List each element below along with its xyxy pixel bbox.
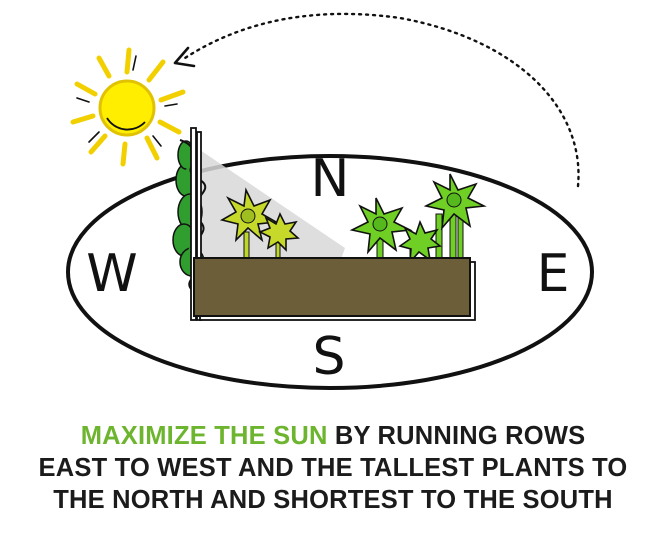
caption-line-2: EAST TO WEST AND THE TALLEST PLANTS TO	[38, 454, 628, 482]
compass-south: S	[312, 327, 345, 387]
sun-path-arrow	[180, 12, 580, 188]
compass-north: N	[311, 149, 350, 209]
trellis-stake	[190, 127, 202, 321]
arrowhead-icon	[173, 46, 196, 68]
caption-text: MAXIMIZE THE SUN BY RUNNING ROWS EAST TO…	[0, 420, 666, 516]
compass-east: E	[537, 244, 570, 304]
caption-line-1: MAXIMIZE THE SUN BY RUNNING ROWS	[0, 420, 666, 452]
sun-icon	[70, 47, 186, 167]
garden-diagram: N S W E	[66, 12, 594, 390]
caption-line-3: THE NORTH AND SHORTEST TO THE SOUTH	[53, 486, 613, 514]
caption-line-1-rest: BY RUNNING ROWS	[327, 422, 586, 450]
caption-highlight: MAXIMIZE THE SUN	[80, 422, 328, 450]
compass-west: W	[86, 244, 137, 304]
raised-garden-bed	[193, 257, 476, 321]
